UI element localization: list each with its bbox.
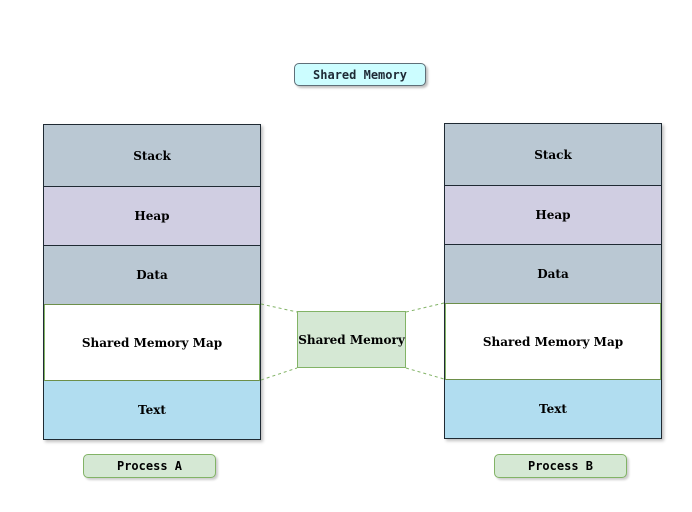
process-b-shared-memory-map: Shared Memory Map: [445, 304, 661, 380]
connector-a-top: [260, 303, 298, 313]
connector-b-bottom: [405, 367, 445, 380]
process-b-text-segment: Text: [445, 380, 661, 438]
process-b-stack-segment: Stack: [445, 124, 661, 186]
process-a-memory-layout: Stack Heap Data Shared Memory Map Text: [43, 124, 261, 440]
connector-b-top: [405, 302, 445, 313]
process-a-heap-segment: Heap: [44, 187, 260, 246]
process-b-memory-layout: Stack Heap Data Shared Memory Map Text: [444, 123, 662, 439]
process-a-text-segment: Text: [44, 381, 260, 439]
process-b-heap-segment: Heap: [445, 186, 661, 245]
process-a-shared-memory-map: Shared Memory Map: [44, 305, 260, 381]
diagram-title: Shared Memory: [294, 63, 426, 86]
process-a-label: Process A: [83, 454, 216, 478]
process-a-data-segment: Data: [44, 246, 260, 305]
connector-a-bottom: [260, 367, 298, 381]
process-b-label: Process B: [494, 454, 627, 478]
process-a-stack-segment: Stack: [44, 125, 260, 187]
process-b-data-segment: Data: [445, 245, 661, 304]
shared-memory-region: Shared Memory: [297, 311, 406, 368]
